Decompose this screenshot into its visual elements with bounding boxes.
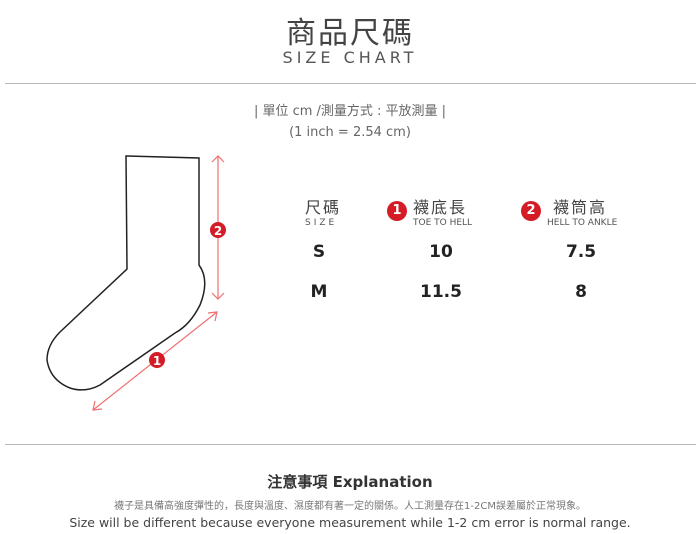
sock-diagram: 2 1 [46, 155, 226, 411]
table-cell-heel-to-ankle: 8 [575, 282, 587, 302]
notes-chinese: 襪子是具備高強度彈性的，長度與溫度、濕度都有著一定的關係。人工測量存在1-2CM… [114, 501, 586, 512]
table-cell-size: M [310, 282, 328, 302]
divider-top [5, 83, 696, 84]
measurement-unit: | 單位 cm /測量方式 : 平放測量 | [253, 104, 447, 119]
column-header-cn: 尺碼 [305, 198, 342, 217]
sock-outline [46, 155, 206, 391]
table-cell-heel-to-ankle: 7.5 [565, 242, 597, 262]
column-header-heel-to-ankle: 2 襪筒高 HELL TO ANKLE [521, 194, 617, 228]
column-header-size: 尺碼 SIZE [305, 194, 341, 228]
badge-1-icon: 1 [387, 201, 407, 221]
divider-bottom [5, 444, 696, 445]
notes-english: Size will be different because everyone … [69, 515, 631, 530]
badge-2-label: 2 [214, 224, 222, 238]
badge-1-label: 1 [153, 354, 161, 368]
table-cell-toe-to-heel: 11.5 [420, 282, 462, 302]
column-header-toe-to-heel: 1 襪底長 TOE TO HELL [387, 194, 472, 228]
table-cell-size: S [312, 242, 326, 262]
column-header-en: SIZE [305, 218, 338, 228]
inch-conversion: (1 inch = 2.54 cm) [289, 125, 411, 140]
column-header-en: TOE TO HELL [413, 218, 473, 228]
column-header-cn: 襪底長 [413, 198, 468, 217]
column-header-cn: 襪筒高 [553, 198, 608, 217]
page-title: 商品尺碼 [286, 16, 414, 51]
badge-2-icon [210, 222, 226, 238]
badge-1-icon [149, 352, 165, 368]
table-cell-toe-to-heel: 10 [429, 242, 453, 262]
page-subtitle: SIZE CHART [282, 48, 418, 67]
column-header-en: HELL TO ANKLE [547, 218, 618, 228]
notes-title: 注意事項 Explanation [267, 473, 433, 491]
badge-2-icon: 2 [521, 201, 541, 221]
